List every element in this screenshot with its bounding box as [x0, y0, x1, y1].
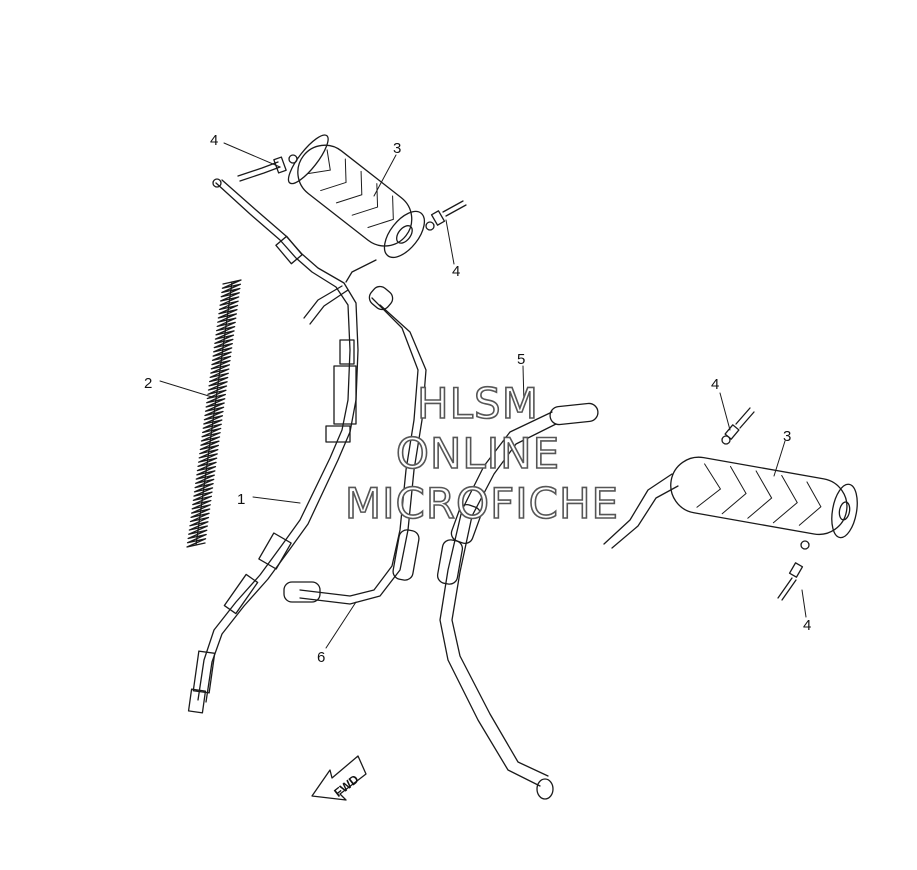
watermark: HLSM ONLINE MICROFICHE — [344, 378, 619, 529]
callout-5: 5 — [517, 351, 525, 368]
part-5-hose[interactable] — [436, 402, 599, 800]
callout-1: 1 — [237, 491, 245, 508]
part-1-throttle-cable[interactable] — [187, 178, 359, 714]
fwd-label: FWD — [331, 772, 361, 800]
callout-4-right-top: 4 — [711, 376, 719, 393]
callout-6: 6 — [317, 649, 325, 666]
callout-2: 2 — [144, 375, 152, 392]
callout-4-upper-right: 4 — [452, 263, 460, 280]
part-6-hose[interactable] — [283, 283, 427, 605]
part-4-rivet-d[interactable] — [777, 540, 810, 601]
leader-lines — [159, 142, 807, 649]
callout-4-upper-left: 4 — [210, 132, 218, 149]
part-2-spring[interactable] — [186, 279, 242, 548]
part-4-rivet-b[interactable] — [425, 200, 467, 231]
callout-3-upper: 3 — [393, 140, 401, 157]
watermark-line-1: HLSM — [417, 379, 539, 428]
part-3-grip-left[interactable] — [283, 130, 434, 283]
part-4-rivet-c[interactable] — [721, 407, 755, 445]
watermark-line-2: ONLINE — [396, 429, 560, 478]
callout-numbers: 1 2 3 3 4 4 4 4 5 6 — [144, 132, 811, 666]
watermark-line-3: MICROFICHE — [345, 479, 619, 528]
fwd-arrow-icon: FWD — [311, 755, 367, 801]
callout-3-right: 3 — [783, 428, 791, 445]
part-3-grip-right[interactable] — [603, 453, 861, 549]
callout-4-right-bottom: 4 — [803, 617, 811, 634]
